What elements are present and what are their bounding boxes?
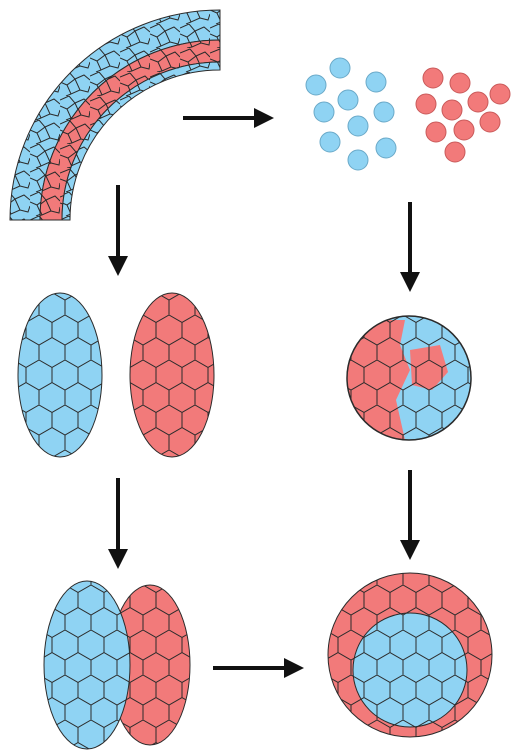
red-single-cell <box>480 112 500 132</box>
dissociated-cells-panel <box>306 58 510 170</box>
blue-single-cell <box>338 90 358 110</box>
blue-single-cell <box>320 132 340 152</box>
red-single-cell <box>426 122 446 142</box>
outer-blue-layer <box>10 10 220 220</box>
blue-single-cell <box>306 75 326 95</box>
red-aggregate-ellipse <box>130 293 214 457</box>
blue-aggregate-ellipse <box>18 293 102 457</box>
red-single-cell <box>423 68 443 88</box>
separate-aggregates-panel <box>18 293 214 457</box>
blue-single-cell <box>366 72 386 92</box>
blue-single-cell <box>348 150 368 170</box>
layered-tissue-panel <box>10 10 220 220</box>
red-single-cell <box>416 94 436 114</box>
blue-single-cell <box>374 102 394 122</box>
red-single-cell <box>490 84 510 104</box>
fused-aggregates-panel <box>44 581 190 749</box>
red-patch-left <box>340 320 410 440</box>
blue-single-cell <box>330 58 350 78</box>
red-single-cell <box>450 73 470 93</box>
red-single-cell <box>442 100 462 120</box>
blue-inner-core <box>353 613 467 727</box>
sorted-sphere-panel <box>328 573 492 737</box>
red-single-cell <box>454 120 474 140</box>
red-single-cell <box>445 142 465 162</box>
mixed-aggregate-panel <box>340 316 471 440</box>
blue-single-cell <box>314 102 334 122</box>
blue-fused-ellipse <box>44 581 130 749</box>
blue-single-cell <box>348 116 368 136</box>
red-single-cell <box>468 92 488 112</box>
blue-single-cell <box>376 138 396 158</box>
